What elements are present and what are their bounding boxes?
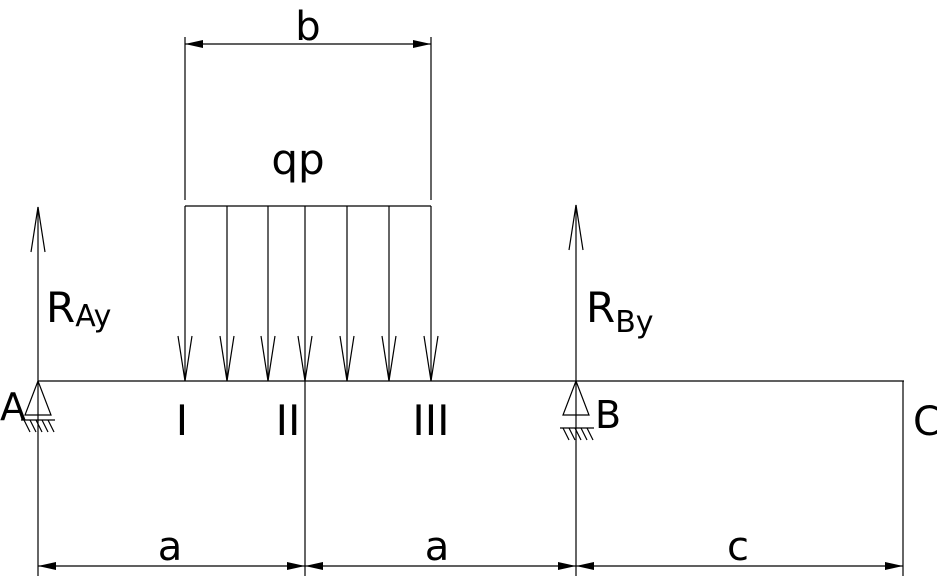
dim-a1 [38,562,305,570]
load-arrow [219,206,235,382]
dim-b-arrow-right [413,40,431,48]
load-arrow [381,206,397,382]
point-a-label: A [0,385,26,429]
pin-support-a [21,379,55,576]
load-arrow [339,206,355,382]
dim-c [576,562,903,570]
section-2-label: II [276,396,301,445]
load-arrow [260,206,276,382]
dim-b-label: b [295,4,320,50]
dim-b-arrow-left [185,40,203,48]
pin-support-b [560,379,594,576]
dim-c-label: c [727,524,749,570]
section-3-label: III [412,396,449,445]
reaction-b-arrow [568,204,584,381]
dim-a2-label: a [425,524,450,570]
dim-a2 [305,562,576,570]
load-arrow [177,206,193,382]
reaction-a-label: RAy [46,283,111,334]
reaction-b-label: RBy [586,283,654,340]
section-1-label: I [176,396,188,445]
load-arrows [177,206,439,382]
point-b-label: B [595,393,621,437]
load-arrow [297,206,313,382]
load-label: qp [271,135,324,184]
reaction-a-arrow [30,206,46,381]
load-arrow [423,206,439,382]
point-c-label: C [913,399,937,445]
dim-a1-label: a [158,524,183,570]
